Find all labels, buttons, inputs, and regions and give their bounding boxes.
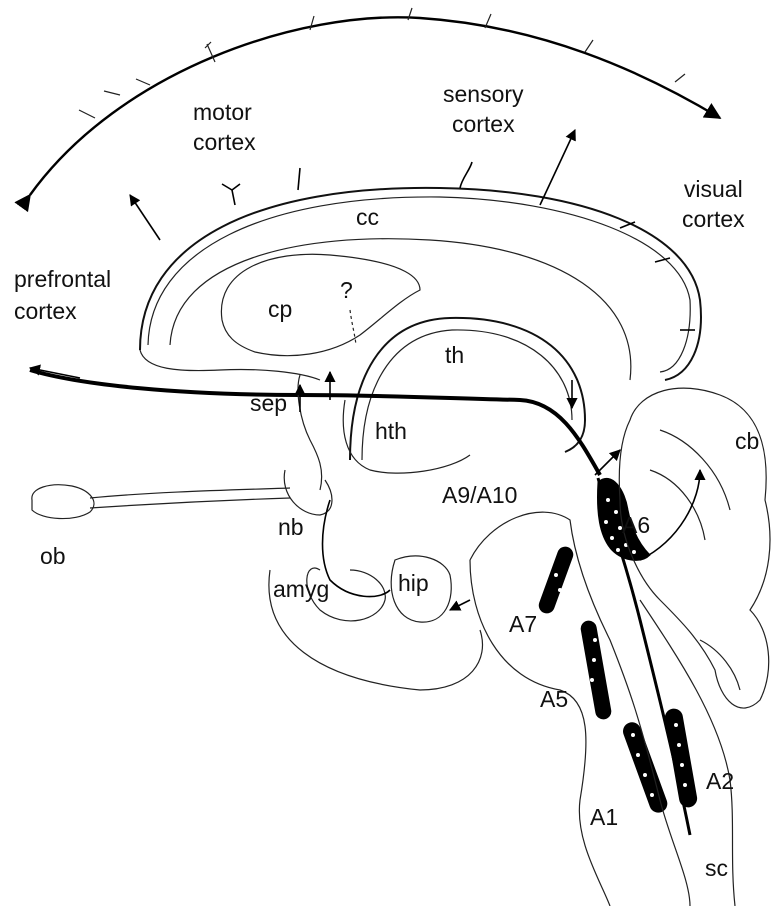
label-a2: A2: [706, 768, 734, 794]
hip-arrow: [450, 600, 470, 610]
label-sensory-cortex: sensory cortex: [443, 79, 524, 139]
label-a7: A7: [509, 611, 537, 637]
pons-outline: [470, 560, 610, 906]
label-visual-cortex: visual cortex: [682, 174, 745, 234]
olfactory-tract: [90, 488, 290, 508]
label-cb: cb: [735, 428, 759, 454]
a2-cluster: [663, 707, 698, 809]
cerebellum-folia: [650, 430, 740, 690]
label-visual-cortex-line1: visual: [682, 174, 745, 204]
label-prefrontal-cortex-line1: prefrontal: [14, 263, 111, 295]
arrow-to-cb: [595, 450, 620, 475]
cc-lower-boundary: [170, 239, 631, 380]
label-sep: sep: [250, 390, 287, 416]
label-a1: A1: [590, 804, 618, 830]
label-nb: nb: [278, 514, 304, 540]
label-hip: hip: [398, 570, 429, 596]
label-question: ?: [340, 277, 353, 303]
label-cc: cc: [356, 204, 379, 230]
a7-cluster: [537, 544, 576, 615]
label-visual-cortex-line2: cortex: [682, 204, 745, 234]
corpus-callosum-outer: [140, 188, 701, 380]
nb-outline: [284, 470, 332, 515]
a1-cluster: [620, 720, 669, 815]
label-motor-cortex: motor cortex: [193, 97, 256, 157]
label-th: th: [445, 342, 464, 368]
label-motor-cortex-line1: motor: [193, 97, 256, 127]
label-ob: ob: [40, 543, 66, 569]
outer-arc-branches: [79, 8, 685, 118]
label-a9a10: A9/A10: [442, 482, 517, 508]
limbic-loop: [323, 500, 391, 597]
label-a5: A5: [540, 686, 568, 712]
label-amyg: amyg: [273, 576, 329, 602]
main-bundle: [30, 370, 600, 475]
olfactory-bulb: [32, 485, 94, 519]
label-hth: hth: [375, 418, 407, 444]
label-sensory-cortex-line2: cortex: [443, 109, 524, 139]
label-prefrontal-cortex: prefrontal cortex: [14, 263, 111, 327]
label-a6: A6: [622, 512, 650, 538]
label-prefrontal-cortex-line2: cortex: [14, 295, 111, 327]
label-sc: sc: [705, 855, 728, 881]
septum-outline: [298, 375, 322, 490]
cortex-outer-projection: [30, 17, 720, 195]
nuclei-dots: [550, 558, 687, 797]
label-motor-cortex-line2: cortex: [193, 127, 256, 157]
label-cp: cp: [268, 296, 292, 322]
cc-front-curve: [140, 350, 320, 380]
label-sensory-cortex-line1: sensory: [443, 79, 524, 109]
